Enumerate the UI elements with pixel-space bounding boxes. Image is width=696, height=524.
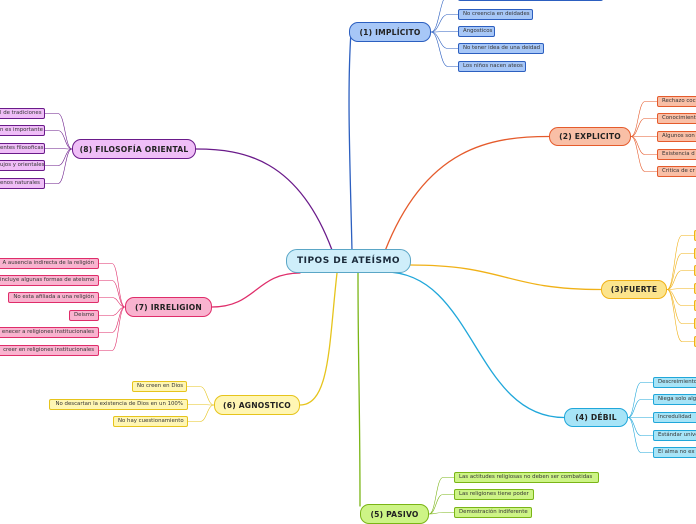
leaf-connector-debil-1 — [627, 399, 654, 418]
leaf-connector-irreligion-0 — [98, 263, 126, 308]
leaf-connector-explicito-4 — [630, 136, 658, 172]
leaf-connector-explicito-0 — [630, 101, 658, 137]
connector-debil — [384, 271, 565, 419]
connector-fuerte — [409, 264, 602, 291]
leaf-connector-irreligion-2 — [98, 297, 126, 308]
leaf-explicito-0[interactable]: Rechazo coc — [657, 96, 696, 107]
leaf-connector-debil-3 — [627, 417, 654, 436]
leaf-implicito-4[interactable]: Los niños nacen ateos — [458, 61, 526, 72]
connector-irreligion — [211, 272, 301, 308]
leaf-debil-4[interactable]: El alma no ex — [653, 447, 696, 458]
branch-node-oriental[interactable]: (8) FILOSOFÍA ORIENTAL — [72, 139, 196, 159]
leaf-connector-oriental-1 — [44, 130, 73, 150]
leaf-implicito-2[interactable]: Angosticos — [458, 26, 495, 37]
leaf-implicito-0[interactable] — [458, 0, 603, 1]
leaf-irreligion-5[interactable]: creer en religiones institucionales — [0, 345, 99, 356]
leaf-connector-fuerte-5 — [666, 289, 695, 324]
leaf-connector-oriental-4 — [44, 148, 73, 184]
connector-implicito — [348, 31, 353, 252]
leaf-explicito-3[interactable]: Existencia d — [657, 149, 696, 160]
leaf-pasivo-0[interactable]: Las actitudes religiosas no deben ser co… — [454, 472, 599, 483]
leaf-connector-irreligion-5 — [98, 306, 126, 351]
branch-node-debil[interactable]: (4) DÉBIL — [564, 408, 628, 427]
branch-node-irreligion[interactable]: (7) IRRELIGION — [125, 297, 212, 317]
leaf-connector-oriental-2 — [44, 148, 73, 150]
leaf-connector-agnostico-0 — [186, 386, 215, 406]
central-topic-node[interactable]: TIPOS DE ATEÍSMO — [286, 249, 411, 273]
branch-node-implicito[interactable]: (1) IMPLÍCITO — [349, 22, 431, 42]
leaf-fuerte-3[interactable] — [694, 283, 696, 294]
leaf-connector-explicito-1 — [630, 118, 658, 137]
leaf-oriental-4[interactable]: enos naturales — [0, 178, 45, 189]
leaf-connector-agnostico-2 — [187, 404, 215, 422]
leaf-connector-fuerte-6 — [666, 289, 695, 342]
leaf-oriental-0[interactable]: l de tradiciones — [0, 108, 45, 119]
branch-node-pasivo[interactable]: (5) PASIVO — [360, 504, 429, 524]
leaf-debil-0[interactable]: Descreimiento — [653, 377, 696, 388]
connector-agnostico — [299, 272, 338, 406]
leaf-irreligion-4[interactable]: enecer a religiones institucionales — [0, 327, 99, 338]
branch-node-fuerte[interactable]: (3)FUERTE — [601, 280, 667, 299]
branch-node-agnostico[interactable]: (6) AGNOSTICO — [214, 395, 300, 415]
leaf-debil-1[interactable]: Niega solo alg — [653, 394, 696, 405]
leaf-connector-fuerte-1 — [666, 253, 695, 290]
leaf-connector-irreligion-3 — [98, 306, 126, 316]
leaf-connector-implicito-2 — [430, 31, 459, 33]
leaf-connector-debil-0 — [627, 382, 654, 418]
leaf-fuerte-5[interactable] — [694, 318, 696, 329]
leaf-connector-implicito-1 — [430, 14, 459, 33]
leaf-implicito-1[interactable]: No creencia en deidades — [458, 9, 533, 20]
leaf-fuerte-6[interactable] — [694, 336, 696, 347]
leaf-connector-implicito-4 — [430, 31, 459, 67]
leaf-agnostico-2[interactable]: No hay cuestionamiento — [113, 416, 188, 427]
leaf-connector-pasivo-1 — [428, 494, 455, 515]
leaf-oriental-3[interactable]: ujos y orientales — [0, 160, 45, 171]
leaf-explicito-1[interactable]: Conocimient — [657, 113, 696, 124]
leaf-connector-pasivo-0 — [428, 477, 455, 515]
leaf-irreligion-2[interactable]: No esta afiliada a una religión — [8, 292, 99, 303]
leaf-fuerte-2[interactable] — [694, 265, 696, 276]
leaf-oriental-2[interactable]: entes filosoficas — [0, 143, 45, 154]
branch-node-explicito[interactable]: (2) EXPLICITO — [549, 127, 631, 146]
leaf-explicito-4[interactable]: Critica de cr — [657, 166, 696, 177]
leaf-connector-debil-4 — [627, 417, 654, 453]
leaf-irreligion-1[interactable]: incluye algunas formas de ateismo — [0, 275, 99, 286]
leaf-fuerte-0[interactable] — [694, 230, 696, 241]
connector-explicito — [384, 135, 550, 252]
leaf-debil-3[interactable]: Estándar unive — [653, 430, 696, 441]
leaf-pasivo-1[interactable]: Las religiones tiene poder — [454, 489, 534, 500]
leaf-connector-oriental-3 — [44, 148, 73, 166]
leaf-connector-oriental-0 — [44, 113, 73, 150]
leaf-connector-irreligion-4 — [98, 306, 126, 333]
leaf-oriental-1[interactable]: n es importante — [0, 125, 45, 136]
leaf-connector-implicito-3 — [430, 31, 459, 49]
leaf-connector-irreligion-1 — [98, 280, 126, 308]
leaf-connector-fuerte-4 — [666, 289, 695, 306]
leaf-fuerte-1[interactable] — [694, 248, 696, 259]
leaf-pasivo-2[interactable]: Demostración indiferente — [454, 507, 532, 518]
leaf-debil-2[interactable]: Incredulidad — [653, 412, 696, 423]
leaf-connector-explicito-3 — [630, 136, 658, 155]
leaf-explicito-2[interactable]: Algunos son — [657, 131, 696, 142]
connector-oriental — [195, 148, 333, 251]
leaf-implicito-3[interactable]: No tener idea de una deidad — [458, 43, 544, 54]
leaf-irreligion-3[interactable]: Deismo — [69, 310, 99, 321]
leaf-connector-pasivo-2 — [428, 512, 455, 515]
leaf-agnostico-1[interactable]: No descartan la existencia de Dios en un… — [49, 399, 188, 410]
leaf-agnostico-0[interactable]: No creen en Dios — [132, 381, 187, 392]
leaf-irreligion-0[interactable]: A ausencia indirecta de la religión — [0, 258, 99, 269]
leaf-connector-fuerte-3 — [666, 288, 695, 290]
connector-pasivo — [357, 272, 361, 507]
leaf-connector-agnostico-1 — [187, 404, 215, 406]
leaf-connector-implicito-0 — [430, 0, 444, 33]
leaf-connector-fuerte-2 — [666, 270, 695, 290]
leaf-fuerte-4[interactable] — [694, 300, 696, 311]
leaf-connector-fuerte-0 — [666, 235, 695, 290]
